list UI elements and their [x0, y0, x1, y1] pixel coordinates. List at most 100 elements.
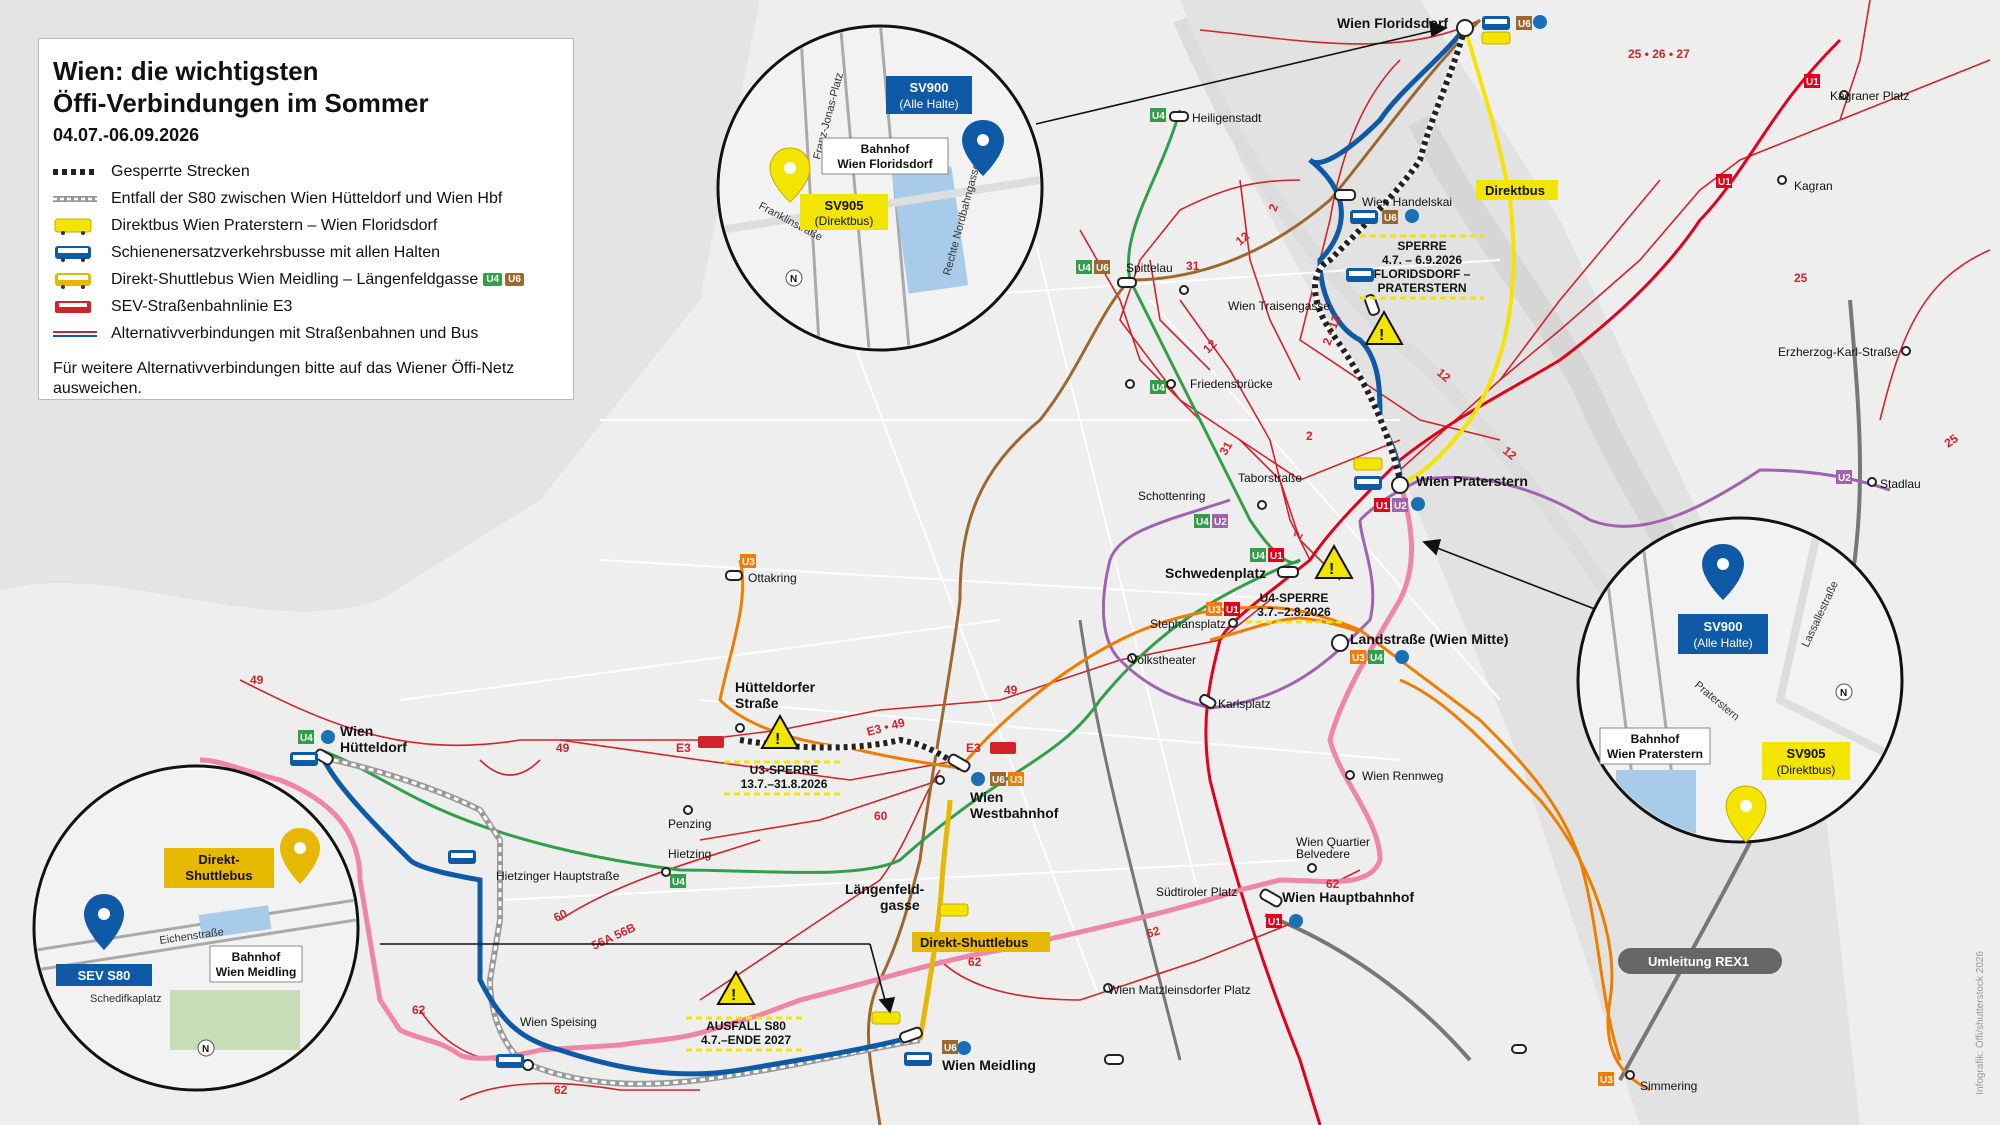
label-matzleinsdorf: Wien Matzleinsdorfer Platz [1108, 983, 1251, 997]
direktbus-tag: Direktbus [1476, 180, 1558, 200]
inset-pr-north-icon: N [1835, 683, 1853, 701]
u6-badge: U6 [505, 273, 524, 286]
label-simmering: Simmering [1640, 1079, 1697, 1093]
tram-label-62e: 62 [554, 1083, 568, 1097]
svg-text:N: N [790, 274, 797, 285]
svg-text:AUSFALL S80: AUSFALL S80 [706, 1019, 786, 1033]
svg-text:U2: U2 [1214, 517, 1227, 528]
rex-tag: Umleitung REX1 [1618, 948, 1782, 974]
closure-u4: U4-SPERRE 3.7.–2.8.2026 [1246, 591, 1342, 624]
inset-fl-yellow-pin-icon [769, 147, 811, 203]
label-karlsplatz: Karlsplatz [1218, 697, 1271, 711]
inset-pr-yellow-pin-icon [1725, 785, 1767, 843]
svg-text:Direkt-Shuttlebus: Direkt-Shuttlebus [920, 935, 1028, 950]
label-huetteldorferstr-1: Hütteldorfer [735, 679, 816, 695]
label-traisengasse: Wien Traisengasse [1228, 299, 1330, 313]
closure-floridsdorf: SPERRE 4.7. – 6.9.2026 FLORIDSDORF – PRA… [1360, 234, 1484, 300]
svg-text:U4: U4 [1152, 111, 1165, 122]
label-friedensbruecke: Friedensbrücke [1190, 377, 1273, 391]
s-bahn-pink-line [199, 479, 1415, 1061]
legend-dates: 04.07.-06.09.2026 [53, 125, 200, 145]
tram-icon [53, 297, 97, 317]
tram-label-2c: 2 [1306, 429, 1313, 443]
svg-text:U1: U1 [1718, 177, 1731, 188]
svg-text:4.7. – 6.9.2026: 4.7. – 6.9.2026 [1382, 253, 1462, 267]
legend-item-e3: SEV-Straßenbahnlinie E3 [53, 293, 559, 320]
svg-text:PRATERSTERN: PRATERSTERN [1377, 281, 1466, 295]
inset-me-station-2: Wien Meidling [216, 965, 297, 979]
svg-text:U4: U4 [672, 877, 685, 888]
inset-pr-sv900-1: SV900 [1703, 619, 1742, 634]
legend-item-shuttle: Direkt-Shuttlebus Wien Meidling – Längen… [53, 266, 559, 293]
inset-fl-blue-pin-icon [962, 120, 1004, 176]
label-laengenfeld-2: gasse [880, 897, 920, 913]
label-stadlau: Stadlau [1880, 477, 1921, 491]
label-erzherzog: Erzherzog-Karl-Straße [1778, 345, 1898, 359]
svg-text:U3: U3 [1010, 775, 1023, 786]
svg-text:U1: U1 [1268, 917, 1281, 928]
tram-label-62d: 62 [412, 1003, 426, 1017]
yellow-bus-icon [53, 216, 97, 236]
svg-text:U2: U2 [1394, 501, 1407, 512]
closure-u3: U3-SPERRE 13.7.–31.8.2026 [724, 760, 844, 796]
closed-line-icon [53, 162, 97, 182]
label-stephansplatz: Stephansplatz [1150, 617, 1226, 631]
label-hietzing: Hietzing [668, 847, 711, 861]
construction-icon-floridsdorf: ! [1364, 309, 1404, 345]
svg-text:N: N [1840, 688, 1847, 699]
label-hauptbahnhof: Wien Hauptbahnhof [1282, 889, 1414, 905]
construction-icon-u4: ! [1314, 543, 1354, 579]
inset-fl-sv905-2: (Direktbus) [815, 214, 874, 228]
inset-fl-sv900-1: SV900 [909, 80, 948, 95]
svg-text:U6: U6 [1096, 263, 1109, 274]
svg-text:U1: U1 [1270, 551, 1283, 562]
legend-item-s80: Entfall der S80 zwischen Wien Hütteldorf… [53, 185, 559, 212]
label-suedtiroler: Südtiroler Platz [1156, 885, 1237, 899]
inset-pr-station-1: Bahnhof [1631, 732, 1681, 746]
legend-list: Gesperrte Strecken Entfall der S80 zwisc… [53, 158, 559, 347]
label-rennweg: Wien Rennweg [1362, 769, 1443, 783]
u4-badge: U4 [483, 273, 503, 286]
tram-label-25a: 25 [1794, 271, 1808, 285]
construction-icon-u3: ! [760, 713, 800, 749]
svg-text:!: ! [1329, 561, 1334, 578]
inset-pr-blue-pin-icon [1702, 544, 1744, 600]
bus-label-60a: 60 [874, 809, 888, 823]
svg-text:U4: U4 [1196, 517, 1209, 528]
label-floridsdorf: Wien Floridsdorf [1337, 15, 1448, 31]
direktbus-line [1399, 27, 1516, 487]
tram-label-2a: 2 [1266, 202, 1282, 213]
alternative-line-icon [53, 324, 97, 344]
tram-label-62b: 62 [1145, 923, 1162, 941]
tram-label-e3b: E3 [966, 741, 981, 755]
svg-text:U6: U6 [944, 1043, 957, 1054]
svg-text:U6: U6 [992, 775, 1005, 786]
svg-text:U3: U3 [1600, 1075, 1613, 1086]
svg-text:U4: U4 [300, 733, 313, 744]
svg-text:U1: U1 [1806, 77, 1819, 88]
label-speising: Wien Speising [520, 1015, 597, 1029]
svg-text:U4-SPERRE: U4-SPERRE [1260, 591, 1329, 605]
inset-me-shuttle-2: Shuttlebus [185, 868, 252, 883]
label-mitte: Landstraße (Wien Mitte) [1350, 631, 1509, 647]
gold-bus-icon [53, 270, 97, 290]
label-praterstern: Wien Praterstern [1416, 473, 1528, 489]
svg-text:Umleitung REX1: Umleitung REX1 [1648, 954, 1749, 969]
station-markers[interactable] [314, 19, 1911, 1080]
tram-label-49a: 49 [250, 673, 264, 687]
label-kagran: Kagran [1794, 179, 1833, 193]
inset-fl-sv900-2: (Alle Halte) [899, 97, 958, 111]
label-hietzinger-hpt: Hietzinger Hauptstraße [496, 869, 620, 883]
u-badges: U4 U4 U6 U4 U4 U2 U4 U1 U1 U2 U3 U1 U3 U… [298, 16, 1852, 1086]
inset-fl-north-icon: N [785, 269, 803, 287]
svg-text:N: N [202, 1044, 209, 1055]
label-quartier-2: Belvedere [1296, 847, 1350, 861]
inset-pr-sv900-2: (Alle Halte) [1693, 636, 1752, 650]
legend-item-direktbus: Direktbus Wien Praterstern – Wien Florid… [53, 212, 559, 239]
bus-icons [290, 16, 1511, 1068]
legend-item-alt: Alternativverbindungen mit Straßenbahnen… [53, 320, 559, 347]
inset-pr-sv905-2: (Direktbus) [1777, 763, 1836, 777]
svg-text:U6: U6 [1518, 19, 1531, 30]
